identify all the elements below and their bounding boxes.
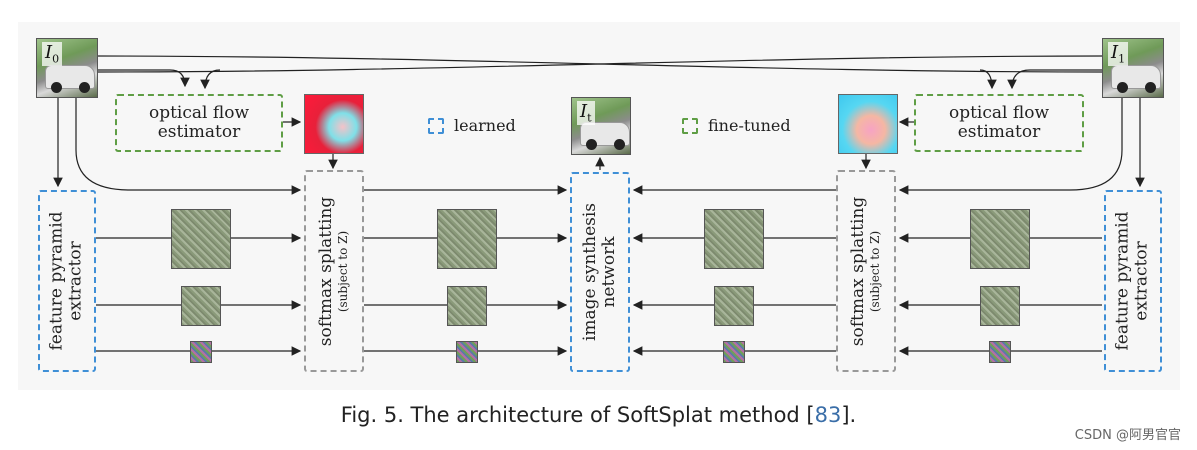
feature-map-warped-right-level3 [723,341,745,363]
feature-map-warped-right-level2 [714,286,754,326]
output-frame-it: It [571,97,631,155]
input-frame-i0: I0 [36,38,98,98]
legend-fine-tuned-swatch [682,117,698,134]
feature-map-left-level3 [190,341,212,363]
feature-map-right-level3 [989,341,1011,363]
softmax-splatting-left: softmax splatting(subject to Z) [304,170,364,372]
feature-map-right-level2 [980,286,1020,326]
flow-map-left [304,94,364,154]
output-frame-it-label: It [577,101,595,125]
softmax-splatting-right: softmax splatting(subject to Z) [836,170,896,372]
feature-map-warped-left-level3 [456,341,478,363]
figure-caption: Fig. 5. The architecture of SoftSplat me… [340,403,857,427]
legend-learned: learned [428,116,516,135]
input-frame-i1: I1 [1102,38,1164,98]
flow-map-right [838,94,898,154]
feature-map-right-level1 [970,209,1030,269]
feature-map-left-level1 [171,209,231,269]
input-frame-i1-label: I1 [1108,42,1129,66]
citation-link[interactable]: 83 [814,403,842,427]
diagram-panel [18,22,1180,390]
legend-fine-tuned: fine-tuned [682,116,791,135]
feature-map-warped-left-level2 [447,286,487,326]
feature-map-warped-right-level1 [704,209,764,269]
input-frame-i0-label: I0 [42,42,63,66]
feature-map-left-level2 [181,286,221,326]
feature-map-warped-left-level1 [437,209,497,269]
legend-learned-swatch [428,117,444,134]
watermark: CSDN @阿男官官 [1074,428,1181,443]
